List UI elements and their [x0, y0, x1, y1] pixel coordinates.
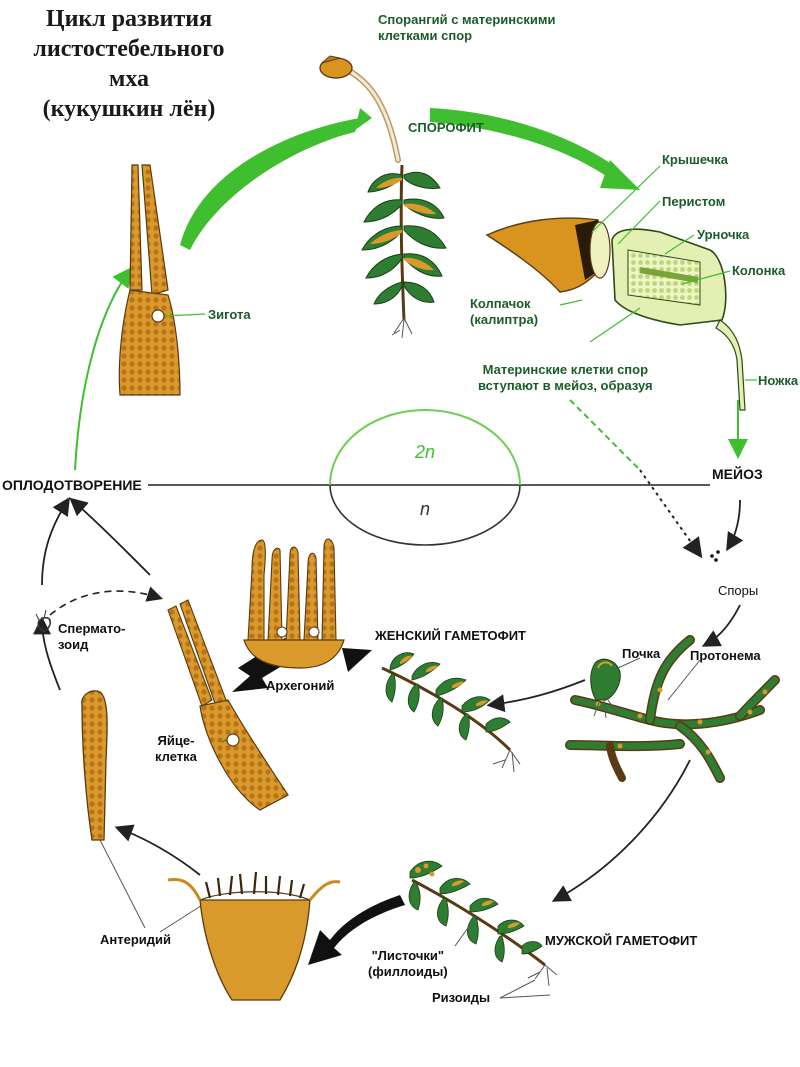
- label-fertilization: ОПЛОДОТВОРЕНИЕ: [2, 477, 142, 493]
- archegonia-cluster-illustration: [243, 538, 345, 669]
- label-spermatozoid: Спермато- зоид: [58, 621, 126, 652]
- arrow-spores-to-protonema: [701, 604, 741, 647]
- label-leaves: "Листочки" (филлоиды): [368, 948, 448, 979]
- label-column: Колонка: [732, 263, 786, 278]
- arrow-antheridium-cluster-to-antheridium: [114, 824, 201, 876]
- dashed-arrow-sperm-to-egg: [49, 586, 164, 616]
- label-rhizoids: Ризоиды: [432, 990, 491, 1005]
- label-protonema: Протонема: [690, 648, 761, 663]
- label-urn: Урночка: [697, 227, 750, 242]
- label-operculum: Крышечка: [662, 152, 729, 167]
- antheridia-cluster-illustration: [167, 871, 341, 1001]
- label-stalk: Ножка: [758, 373, 799, 388]
- diploid-ellipse: [329, 409, 521, 486]
- spores-illustration: [710, 550, 720, 562]
- haploid-ellipse: [329, 484, 521, 546]
- protonema-illustration: [565, 635, 780, 783]
- arrow-sporophyte-to-capsule: [430, 108, 620, 180]
- label-sporangium: Спорангий с материнскими клетками спор: [378, 12, 556, 43]
- dashed-line-meiosis: [569, 399, 641, 471]
- diagram-title: Цикл развития листостебельного мха (куку…: [33, 6, 225, 122]
- arrow-meiosis-to-spores: [726, 499, 744, 552]
- label-peristome: Перистом: [662, 194, 726, 209]
- label-antheridium: Антеридий: [100, 932, 172, 947]
- zygote-archegonium-illustration: [118, 164, 181, 396]
- haploid-label: n: [420, 499, 430, 519]
- label-female-gametophyte: ЖЕНСКИЙ ГАМЕТОФИТ: [375, 628, 526, 643]
- female-gametophyte-illustration: [381, 652, 521, 773]
- arrow-fertilization-to-zygote: [74, 266, 133, 471]
- label-zygote: Зигота: [208, 307, 251, 322]
- label-spores: Споры: [718, 583, 759, 598]
- label-meiosis: МЕЙОЗ: [712, 466, 763, 482]
- capsule-illustration: [485, 217, 746, 411]
- arrow-antheridium-to-sperm: [33, 616, 61, 691]
- arrow-male-to-antheridium-cluster: [308, 895, 405, 965]
- spermatozoid-illustration: [35, 609, 52, 633]
- label-bud: Почка: [622, 646, 661, 661]
- sporophyte-illustration: [319, 55, 447, 339]
- arrow-female-to-archegonium: [342, 648, 372, 672]
- arrow-archegonium-to-fertilization: [69, 497, 151, 576]
- label-archegonium: Архегоний: [266, 678, 335, 693]
- arrow-sperm-to-fertilization: [41, 496, 70, 586]
- label-calyptra: Колпачок (калиптра): [470, 296, 539, 327]
- label-meiosis-note: Материнские клетки спор вступают в мейоз…: [478, 362, 653, 393]
- antheridium-illustration: [81, 690, 108, 841]
- egg-archegonium-illustration: [167, 599, 289, 811]
- arrow-protonema-to-male: [551, 759, 691, 902]
- diploid-label: 2n: [414, 442, 435, 462]
- arrow-protonema-to-female: [486, 679, 586, 713]
- arrow-zygote-to-sporophyte: [180, 118, 360, 250]
- male-gametophyte-illustration: [408, 860, 558, 987]
- label-egg-cell: Яйце- клетка: [155, 733, 197, 764]
- label-male-gametophyte: МУЖСКОЙ ГАМЕТОФИТ: [545, 933, 698, 948]
- label-sporophyte: СПОРОФИТ: [408, 120, 484, 135]
